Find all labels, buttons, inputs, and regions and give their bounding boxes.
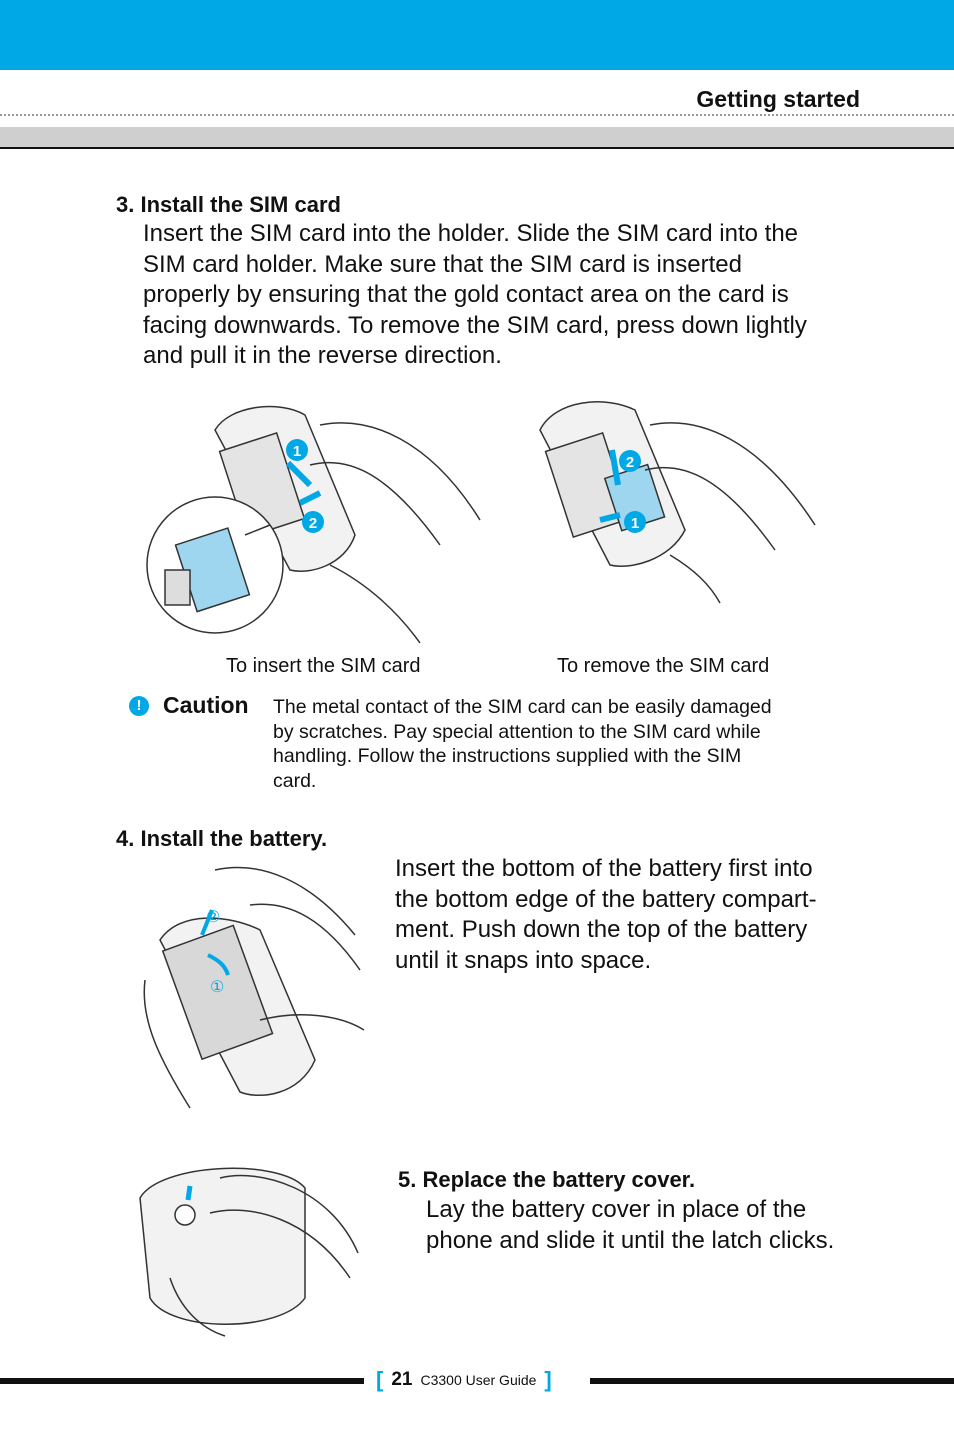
arrow-curve-icon	[207, 953, 230, 976]
badge-two-icon: 2	[619, 450, 641, 472]
step5-body: Lay the battery cover in place of the ph…	[426, 1195, 834, 1256]
step4-body: Insert the bottom of the battery first i…	[395, 854, 817, 976]
step3-line: and pull it in the reverse direction.	[143, 342, 502, 369]
step4-line: until it snaps into space.	[395, 946, 652, 974]
footer: [ 21 C3300 User Guide ]	[376, 1366, 552, 1394]
svg-text:2: 2	[309, 515, 317, 532]
svg-text:1: 1	[631, 515, 639, 532]
arrow-down-icon	[200, 909, 214, 936]
header-grey-band	[0, 127, 954, 149]
arrow-up-icon	[185, 1185, 193, 1201]
step3-line: SIM card holder. Make sure that the SIM …	[143, 250, 742, 278]
arrow-down-icon	[285, 460, 313, 488]
guide-title: C3300 User Guide	[420, 1372, 537, 1388]
footer-left-bracket: [	[376, 1367, 384, 1392]
dotted-rule	[0, 114, 954, 116]
step4-line: ment. Push down the top of the battery	[395, 916, 808, 943]
caution-line: by scratches. Pay special attention to t…	[273, 720, 761, 743]
remove-sim-illustration: 2 1	[539, 401, 816, 604]
caution-text: The metal contact of the SIM card can be…	[273, 695, 843, 793]
caption-insert: To insert the SIM card	[226, 655, 421, 677]
arrow-right-icon	[298, 490, 322, 506]
battery-cover-illustration	[139, 1167, 359, 1337]
section-title: Getting started	[696, 86, 860, 112]
step4-line: Insert the bottom of the battery first i…	[395, 855, 813, 882]
step4-title: 4. Install the battery.	[116, 826, 328, 851]
step4-line: the bottom edge of the battery compart-	[395, 885, 817, 913]
svg-text:1: 1	[293, 443, 301, 460]
step5-line: phone and slide it until the latch click…	[426, 1226, 835, 1254]
marker-two: ②	[206, 907, 220, 926]
svg-text:2: 2	[626, 454, 634, 471]
caution-line: card.	[273, 769, 317, 792]
step3-title: 3. Install the SIM card	[116, 192, 341, 217]
caution-label: Caution	[163, 692, 249, 718]
step3-line: Insert the SIM card into the holder. Sli…	[143, 220, 799, 247]
badge-one-icon: 1	[286, 439, 308, 461]
caution-line: handling. Follow the instructions suppli…	[273, 745, 742, 767]
marker-one: ①	[210, 977, 224, 996]
insert-sim-illustration: 1 2	[146, 405, 481, 644]
footer-rule-right	[590, 1378, 954, 1384]
step3-body: Insert the SIM card into the holder. Sli…	[143, 219, 807, 372]
step5-title: 5. Replace the battery cover.	[398, 1167, 696, 1192]
step3-line: facing downwards. To remove the SIM card…	[143, 311, 807, 339]
arrow-up-icon	[609, 449, 621, 486]
caution-icon: !	[129, 696, 149, 716]
badge-one-icon: 1	[624, 511, 646, 533]
footer-right-bracket: ]	[544, 1367, 552, 1392]
caption-remove: To remove the SIM card	[557, 655, 770, 677]
battery-install-illustration: ② ①	[143, 866, 365, 1109]
caution-line: The metal contact of the SIM card can be…	[273, 696, 772, 718]
footer-rule-left	[0, 1378, 364, 1384]
step5-line: Lay the battery cover in place of the	[426, 1196, 807, 1223]
arrow-left-icon	[599, 512, 621, 523]
page-number: 21	[391, 1369, 413, 1390]
top-color-band	[0, 0, 954, 70]
step3-line: properly by ensuring that the gold conta…	[143, 281, 789, 308]
badge-two-icon: 2	[302, 511, 324, 533]
